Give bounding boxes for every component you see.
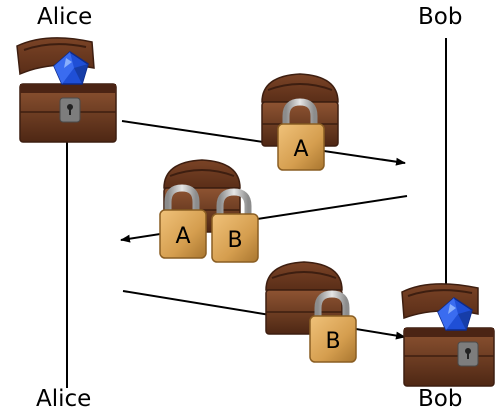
bob-label-top: Bob [418,4,463,30]
sapphire-gem-icon [53,51,89,85]
lock-label-b: B [227,228,242,253]
padlock-icon: B [211,188,259,263]
alice-label-bottom: Alice [36,386,92,412]
arrow-right-icon [122,290,406,340]
sapphire-gem-icon [437,297,473,331]
bob-label-bottom: Bob [418,386,463,412]
lock-label-b: B [325,329,340,354]
padlock-icon: A [159,184,207,259]
padlock-icon: A [277,98,325,171]
treasure-chest-icon [265,261,343,335]
lock-label-a: A [293,137,308,162]
lock-label-a: A [175,224,190,249]
treasure-chest-icon [401,283,495,387]
padlock-icon: B [309,290,357,363]
alice-label-top: Alice [37,4,93,30]
treasure-chest-icon [16,37,117,143]
